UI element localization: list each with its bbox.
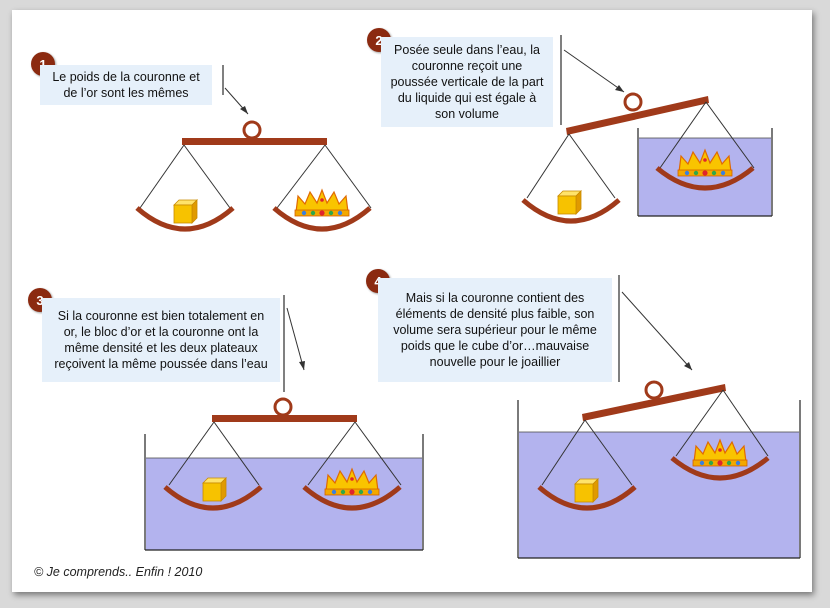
- scale-4: [517, 275, 801, 559]
- scale-2: [521, 35, 773, 224]
- scale-3: [144, 295, 424, 551]
- copyright: © Je comprends.. Enfin ! 2010: [34, 565, 203, 579]
- scale-1: [135, 65, 372, 232]
- diagram-sheet: 1 2 3 4 Le poids de la couronne et de l’…: [12, 10, 812, 592]
- caption-step-2: Posée seule dans l’eau, la couronne reço…: [381, 37, 553, 127]
- diagram-artwork: [135, 35, 801, 559]
- caption-step-3: Si la couronne est bien totalement en or…: [42, 298, 280, 382]
- caption-step-4: Mais si la couronne contient des élément…: [378, 278, 612, 382]
- caption-step-1: Le poids de la couronne et de l’or sont …: [40, 65, 212, 105]
